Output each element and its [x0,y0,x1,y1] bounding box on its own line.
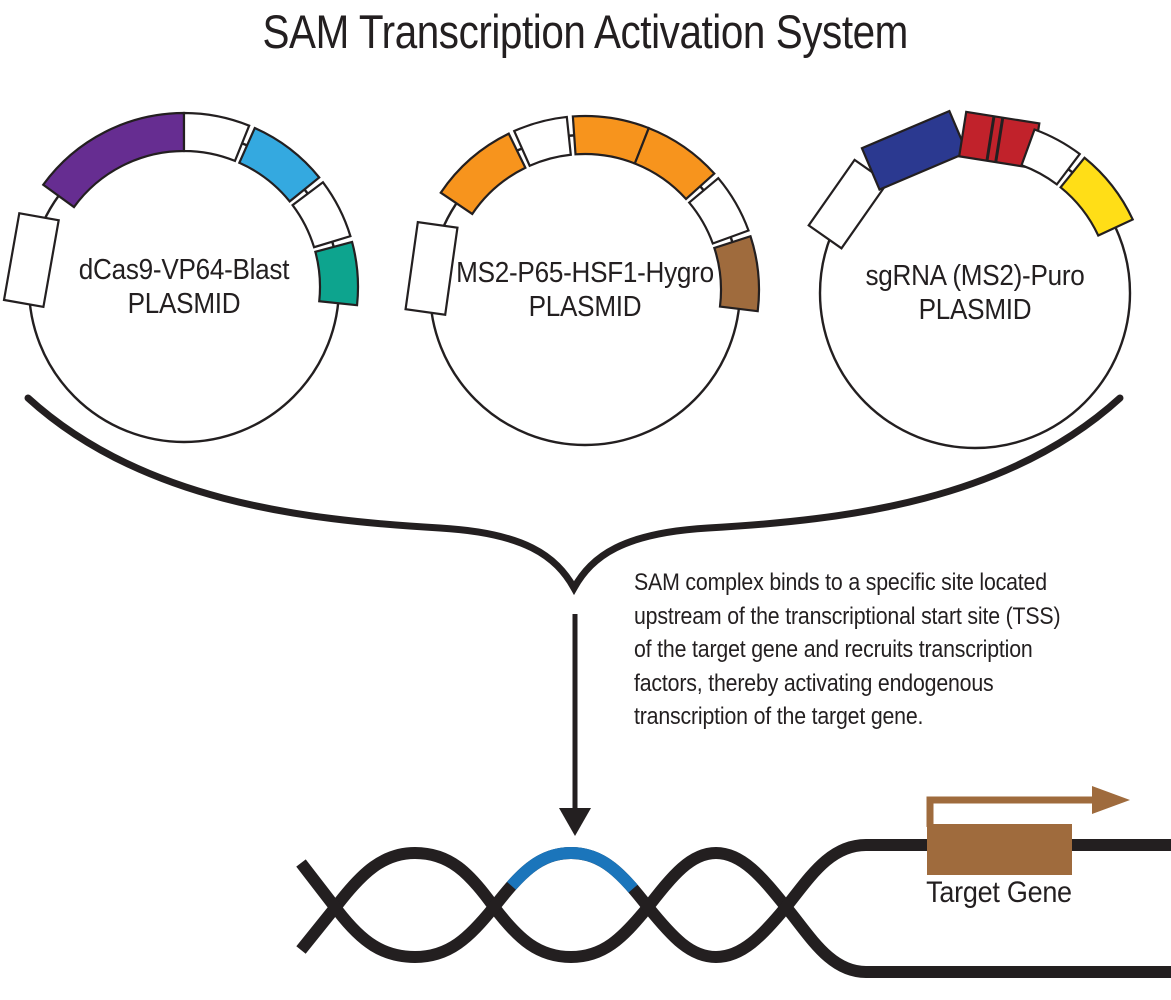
annotation-line: SAM complex binds to a specific site loc… [634,569,1047,596]
plasmid-name: dCas9-VP64-Blast [78,254,290,286]
plasmid-label-sgrna: sgRNA (MS2)-Puro PLASMID [840,259,1110,327]
page-title: SAM Transcription Activation System [0,6,1171,58]
plasmid-word: PLASMID [528,291,642,323]
plasmid-gene-segment [687,176,750,245]
plasmid-sgrna-ms2-puro [807,109,1135,450]
annotation-line: factors, thereby activating endogenous [634,669,994,697]
plasmid-gene-segment [439,132,527,216]
converging-bracket-curve [24,394,1124,596]
target-gene-box [927,824,1072,875]
annotation-line: transcription of the target gene. [634,703,924,730]
plasmid-gene-segment [291,180,352,249]
plasmid-label-dcas9: dCas9-VP64-Blast PLASMID [49,253,319,321]
plasmid-gene-segment [1020,128,1082,186]
target-gene-label: Target Gene [926,876,1072,909]
sam-complex-annotation: SAM complex binds to a specific site loc… [634,566,1121,734]
plasmid-label-ms2-p65-hsf1: MS2-P65-HSF1-Hygro PLASMID [450,256,720,324]
plasmid-gene-segment [237,126,321,203]
plasmid-gene-block-rect [404,220,459,317]
transcription-arrow-head-icon [1092,786,1130,814]
target-site-highlight [489,846,653,911]
plasmid-ms2-p65-hsf1-hygro [404,114,761,447]
plasmid-gene-segment [41,111,186,209]
plasmid-word: PLASMID [127,288,241,320]
plasmid-gene-segment [712,234,761,313]
down-arrow-head-icon [559,808,591,836]
annotation-line: of the target gene and recruits transcri… [634,636,1033,663]
plasmid-name: MS2-P65-HSF1-Hygro [456,257,714,289]
plasmid-gene-segment [314,240,360,307]
plasmid-gene-block-rect [2,212,60,309]
plasmid-gene-segment [633,126,716,201]
annotation-line: upstream of the transcriptional start si… [634,602,1061,630]
plasmid-gene-block-rect [860,109,969,192]
plasmid-dcas9-vp64-blast [2,111,360,444]
plasmid-gene-segment [1059,156,1135,237]
plasmid-gene-segment [512,115,572,168]
plasmid-gene-segment [182,111,251,163]
plasmid-gene-block [404,220,459,317]
plasmid-name: sgRNA (MS2)-Puro [865,260,1085,292]
plasmids-layer [2,109,1135,450]
plasmid-gene-block [860,109,969,192]
transcription-arrow-shaft [926,796,1094,827]
plasmid-word: PLASMID [918,294,1032,326]
plasmid-gene-block [2,212,60,309]
segment-divider [994,117,1005,163]
segment-divider [985,116,996,161]
page-title-text: SAM Transcription Activation System [262,5,909,58]
